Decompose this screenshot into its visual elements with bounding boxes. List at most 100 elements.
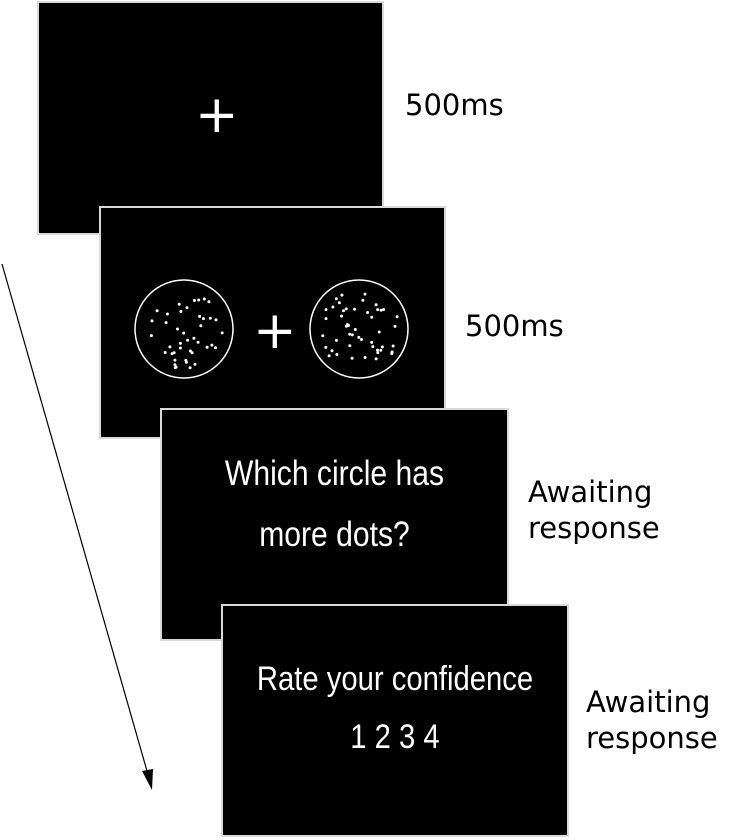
fixation-screen: + [37, 1, 384, 235]
fixation-duration-text: 500ms [405, 88, 504, 122]
stimulus-dot [172, 351, 176, 355]
stimulus-dot [350, 356, 354, 360]
stimulus-dot [150, 319, 154, 323]
stimulus-dot [348, 332, 352, 336]
stimulus-dot [357, 335, 361, 339]
stimulus-dot [380, 345, 384, 349]
stimulus-dot [179, 310, 183, 313]
stimulus-dot [324, 345, 328, 349]
stimulus-dot [186, 338, 190, 342]
stimulus-dot [202, 297, 206, 301]
stimulus-dot [337, 301, 341, 305]
stimulus-dot [371, 345, 375, 349]
stimulus-dot [149, 334, 153, 338]
stimulus-dot [390, 350, 394, 354]
stimulus-dot [348, 344, 352, 348]
fixation-cross-icon: + [195, 85, 239, 145]
stimulus-dot [395, 315, 399, 319]
confidence-prompt-text: Rate your confidence [256, 660, 534, 698]
dot-circle-left [134, 279, 234, 379]
confidence-screen: Rate your confidence 1 2 3 4 [221, 604, 569, 837]
stimulus-dot [379, 348, 383, 352]
stimulus-dot [382, 308, 386, 311]
stimulus-dot [340, 293, 344, 297]
stimulus-dot [185, 306, 189, 310]
stimulus-dot [178, 341, 182, 345]
stimulus-dot [321, 334, 325, 338]
stimulus-dot [342, 309, 345, 313]
stimulus-dot [330, 349, 334, 353]
stimulus-dot [391, 344, 395, 348]
dot-stimulus-duration-text: 500ms [465, 309, 564, 343]
time-arrow-icon [1, 263, 153, 790]
stimulus-dot [192, 299, 196, 302]
stimulus-dot [208, 316, 212, 320]
stimulus-dot [173, 363, 177, 367]
question-text-line-2: more dots? [259, 515, 410, 554]
dot-screen-fixation-cross-icon: + [253, 301, 297, 361]
stimulus-dot [155, 309, 159, 313]
stimulus-dot [324, 308, 328, 312]
stimulus-dot [207, 300, 211, 304]
confidence-duration-label: Awaiting response [586, 684, 718, 756]
stimulus-dot [188, 349, 192, 353]
stimulus-dot [220, 331, 224, 335]
stimulus-dot [374, 303, 378, 307]
stimulus-dot [205, 345, 209, 349]
fixation-duration-label: 500ms [405, 87, 504, 123]
question-duration-line-2: response [528, 511, 660, 545]
stimulus-dot [201, 317, 205, 321]
stimulus-dot [345, 323, 349, 327]
stimulus-dot [376, 308, 380, 312]
stimulus-dot [363, 292, 367, 296]
stimulus-dot [334, 338, 338, 342]
stimulus-dot [376, 348, 379, 352]
stimulus-dot [370, 340, 374, 344]
stimulus-dot [335, 353, 339, 356]
stimulus-dot [193, 362, 197, 366]
confidence-duration-line-1: Awaiting [586, 685, 711, 719]
stimulus-dot [197, 298, 201, 302]
stimulus-dot [168, 345, 172, 349]
stimulus-dot [178, 346, 182, 350]
stimulus-dot [210, 343, 214, 347]
stimulus-dot [393, 324, 397, 328]
stimulus-dot [188, 366, 192, 370]
stimulus-dot [214, 318, 218, 322]
stimulus-dot [174, 365, 178, 369]
stimulus-dot [340, 314, 344, 318]
stimulus-dot [360, 338, 363, 341]
stimulus-dot [361, 298, 365, 302]
stimulus-dot [324, 317, 328, 321]
stimulus-dot [350, 333, 354, 337]
question-screen: Which circle has more dots? [160, 408, 509, 641]
question-duration-line-1: Awaiting [528, 475, 653, 509]
stimulus-dot [196, 340, 200, 344]
stimulus-dot [177, 302, 181, 306]
stimulus-dot [344, 307, 348, 311]
stimulus-dot [199, 324, 203, 328]
stimulus-dot [366, 311, 370, 314]
stimulus-dot [370, 315, 374, 319]
stimulus-dot [214, 346, 217, 350]
question-duration-label: Awaiting response [528, 474, 660, 546]
stimulus-dot [198, 314, 202, 318]
dot-stimulus-duration-label: 500ms [465, 308, 564, 344]
stimulus-dot [374, 357, 378, 361]
stimulus-dot [363, 356, 367, 359]
stimulus-dot [327, 354, 331, 358]
stimulus-dot [376, 351, 380, 355]
dot-circle-right [309, 279, 409, 379]
stimulus-dot [353, 307, 357, 311]
confidence-duration-line-2: response [586, 721, 718, 755]
question-text-line-1: Which circle has [224, 454, 445, 493]
stimulus-dot [173, 358, 177, 362]
confidence-scale-text: 1 2 3 4 [350, 718, 440, 756]
stimulus-dot [176, 327, 179, 331]
stimulus-dot [331, 305, 335, 309]
stimulus-dot [164, 321, 168, 325]
stimulus-dot [182, 331, 186, 335]
dot-stimulus-screen: + [99, 206, 446, 439]
stimulus-dot [353, 328, 357, 331]
stimulus-dot [379, 308, 383, 312]
